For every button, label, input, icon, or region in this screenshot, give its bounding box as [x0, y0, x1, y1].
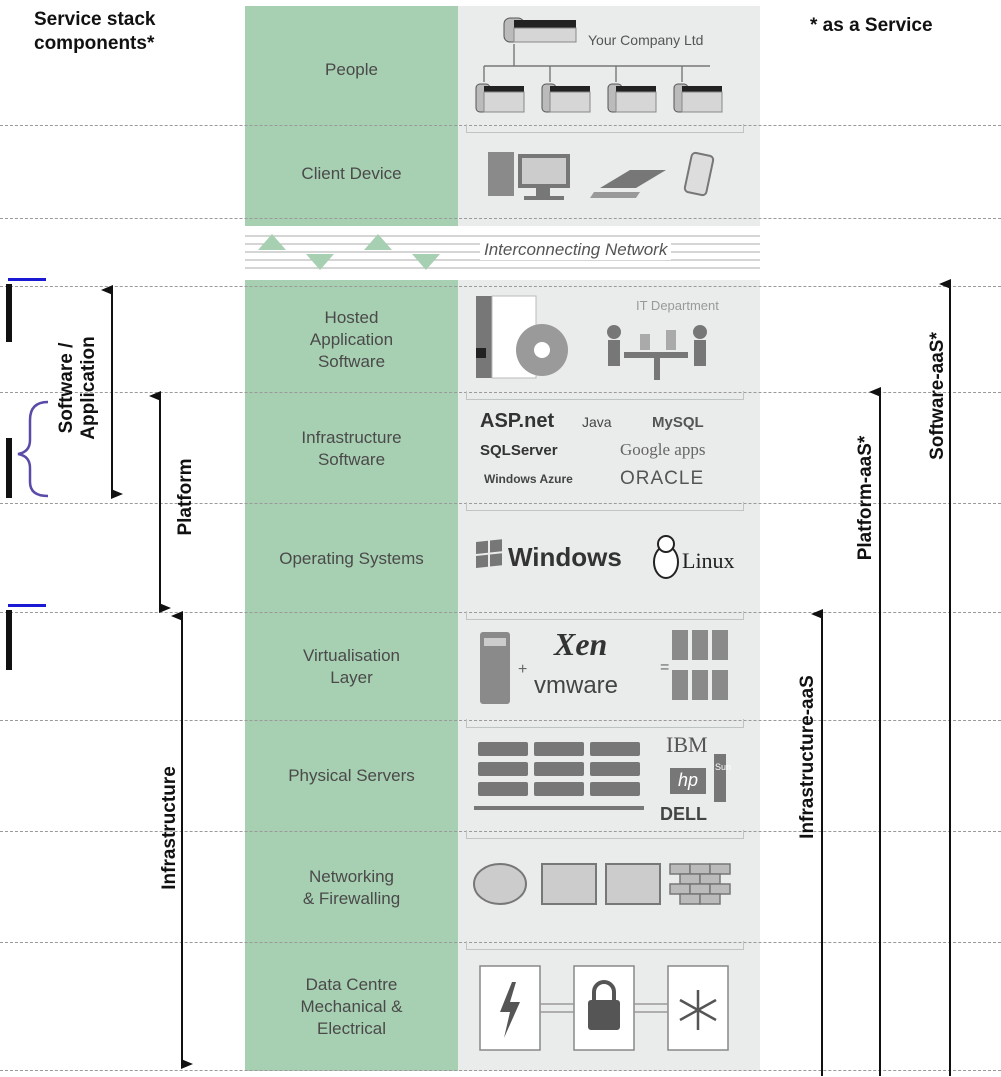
- network-devices-icon: [470, 850, 755, 930]
- layer-hosted-application-software: Hosted Application Software: [309, 308, 394, 371]
- software-aas-label: Software-aaS*: [927, 332, 948, 460]
- svg-text:=: =: [660, 659, 669, 676]
- cell-connector: [466, 502, 744, 511]
- vmware-logo: vmware: [534, 672, 619, 699]
- cell-connector: [466, 941, 744, 950]
- oracle-logo: ORACLE: [620, 468, 705, 489]
- os-logos-icon: Windows Linux: [470, 518, 755, 598]
- linux-logo: Linux: [682, 548, 735, 573]
- sqlserver-logo: SQLServer: [480, 442, 558, 459]
- separator-line: [0, 942, 1001, 943]
- dell-logo: DELL: [660, 804, 707, 824]
- software-logos-icon: ASP.net Java MySQL SQLServer Google apps…: [470, 398, 755, 498]
- company-label: Your Company Ltd: [588, 32, 704, 48]
- layer-infrastructure-software: Infrastructure Software: [301, 428, 402, 469]
- layer-networking-firewalling: Networking & Firewalling: [302, 867, 401, 908]
- separator-line: [0, 612, 1001, 613]
- layer-data-centre: Data Centre Mechanical & Electrical: [300, 975, 403, 1038]
- cell-connector: [466, 391, 744, 400]
- layer-physical-servers: Physical Servers: [288, 766, 415, 785]
- separator-line: [0, 720, 1001, 721]
- software-application-label: Software / Application: [56, 336, 99, 440]
- client-devices-icon: [470, 140, 755, 210]
- layer-column: [245, 6, 458, 1071]
- svg-text:+: +: [518, 661, 527, 678]
- infrastructure-aas-label: Infrastructure-aaS: [797, 675, 818, 839]
- ibm-logo: IBM: [666, 732, 708, 757]
- hosted-application-icon: IT Department: [470, 290, 755, 388]
- layer-virtualisation: Virtualisation Layer: [302, 646, 401, 687]
- separator-line: [0, 125, 1001, 126]
- platform-label: Platform: [175, 458, 196, 536]
- xen-logo: Xen: [554, 626, 608, 662]
- windows-logo: Windows: [508, 542, 622, 572]
- layer-client-device: Client Device: [301, 164, 402, 183]
- datacentre-icon: [470, 958, 755, 1062]
- stack-components-heading: Service stack components*: [34, 9, 156, 54]
- cell-connector: [466, 611, 744, 620]
- separator-line: [0, 392, 1001, 393]
- infrastructure-label: Infrastructure: [159, 766, 180, 890]
- mysql-logo: MySQL: [652, 414, 704, 431]
- layer-people: People: [325, 60, 378, 79]
- aspnet-logo: ASP.net: [480, 410, 555, 432]
- server-rack-icon: IBM hp Sun DELL: [470, 726, 755, 826]
- separator-line: [0, 503, 1001, 504]
- layer-operating-systems: Operating Systems: [279, 549, 424, 568]
- hp-logo: hp: [678, 770, 699, 790]
- interconnecting-network-label: Interconnecting Network: [480, 240, 672, 260]
- org-chart-icon: Your Company Ltd: [470, 12, 755, 120]
- java-logo: Java: [582, 414, 612, 430]
- virtualisation-icon: + = Xen vmware: [470, 620, 755, 716]
- separator-line: [0, 831, 1001, 832]
- cell-connector: [466, 830, 744, 839]
- separator-line: [0, 286, 1001, 287]
- separator-line: [0, 218, 1001, 219]
- google-apps-logo: Google apps: [620, 440, 706, 459]
- as-a-service-heading: * as a Service: [810, 15, 933, 36]
- windows-azure-logo: Windows Azure: [484, 472, 573, 486]
- it-department-label: IT Department: [636, 298, 719, 313]
- sun-logo: Sun: [715, 762, 732, 772]
- cell-connector: [466, 719, 744, 728]
- cell-connector: [466, 124, 744, 133]
- separator-line: [0, 1070, 1001, 1071]
- platform-aas-label: Platform-aaS*: [855, 435, 876, 561]
